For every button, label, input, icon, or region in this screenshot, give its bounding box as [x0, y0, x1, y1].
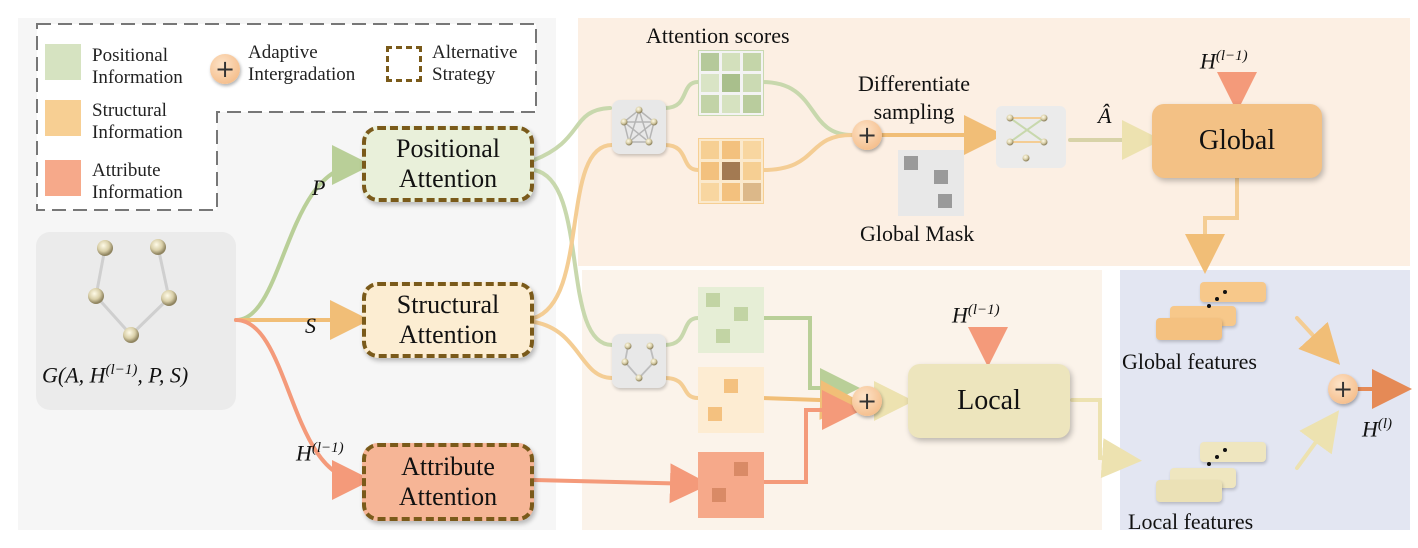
local-structural-matrix [698, 367, 764, 433]
global-mask-matrix [898, 150, 964, 216]
global-h-prev-label: H(l−1) [1200, 48, 1248, 74]
edge-label-s: S [305, 313, 316, 338]
structural-attention-block: Structural Attention [362, 282, 534, 358]
attribute-attention-block: Attribute Attention [362, 443, 534, 521]
edge-label-h: H(l−1) [296, 440, 344, 466]
local-adaptive-plus-icon: + [852, 386, 882, 416]
attention-scores-label: Attention scores [646, 23, 790, 48]
global-feature-card-3 [1156, 318, 1222, 340]
global-features-label: Global features [1122, 349, 1257, 374]
global-feature-ellipsis-icon [1207, 290, 1227, 308]
differentiate-sampling-label: Differentiate sampling [858, 71, 970, 124]
legend-plus-icon: + [210, 54, 240, 84]
local-h-prev-label: H(l−1) [952, 302, 1000, 328]
local-features-label: Local features [1128, 509, 1254, 534]
legend-attribute-text: Attribute Information [92, 160, 183, 203]
legend-alternative-text: Alternative Strategy [432, 42, 518, 85]
local-graph-icon [621, 342, 658, 382]
input-graph-icon [88, 239, 177, 343]
local-feature-ellipsis-icon [1207, 448, 1227, 466]
global-mask-label: Global Mask [860, 221, 975, 246]
legend-adaptive-text: Adaptive Intergradation [248, 42, 356, 85]
global-block: Global [1152, 104, 1322, 178]
local-positional-matrix [698, 287, 764, 353]
edge-label-p: P [312, 175, 326, 200]
positional-attention-block: Positional Attention [362, 126, 534, 202]
legend-positional-text: Positional Information [92, 45, 183, 88]
input-graph-label: G(A, H(l−1), P, S) [42, 362, 189, 388]
legend-border [36, 23, 537, 211]
legend-swatch-positional [45, 44, 81, 80]
structural-score-matrix [698, 138, 764, 204]
output-adaptive-plus-icon: + [1328, 374, 1358, 404]
global-adaptive-plus-icon: + [852, 120, 882, 150]
local-feature-card-3 [1156, 480, 1222, 502]
local-block: Local [908, 364, 1070, 438]
sampled-graph-icon [1006, 114, 1048, 162]
input-graph-box [36, 232, 236, 410]
legend-structural-text: Structural Information [92, 100, 183, 143]
legend [35, 22, 538, 212]
legend-swatch-attribute [45, 160, 81, 196]
local-attribute-matrix [698, 452, 764, 518]
a-hat-label: Â [1098, 103, 1112, 128]
output-h-label: H(l) [1362, 416, 1393, 442]
complete-graph-icon [620, 106, 658, 146]
legend-alternative-swatch [386, 46, 422, 82]
global-feature-card-1 [1200, 282, 1266, 302]
positional-score-matrix [698, 50, 764, 116]
legend-swatch-structural [45, 100, 81, 136]
